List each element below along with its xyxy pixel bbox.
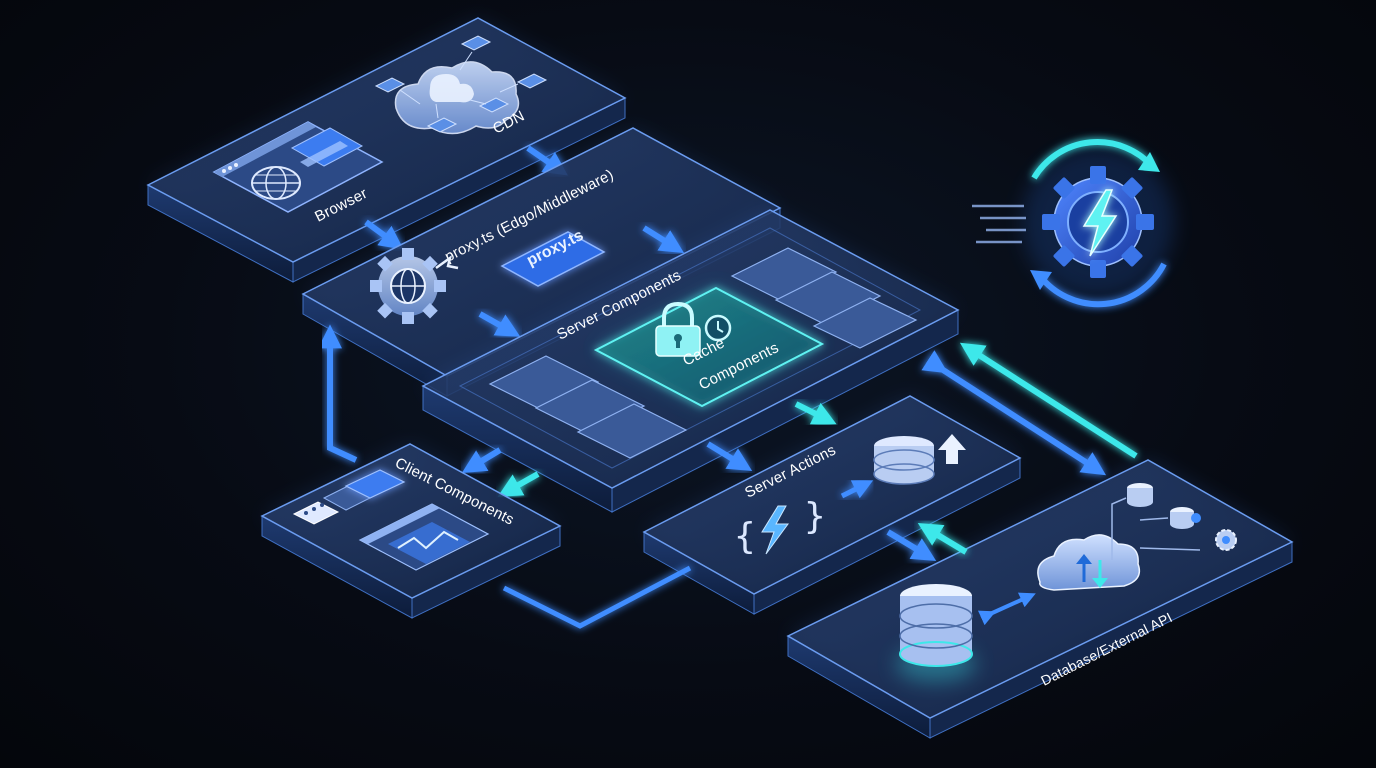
code-bolt-icon: { } xyxy=(734,496,826,557)
cdn-to-proxy-arrow xyxy=(526,145,568,176)
server-component-blocks-right xyxy=(730,247,918,349)
browser-to-proxy-arrow xyxy=(364,219,404,250)
server-to-actions-arrow-cyan xyxy=(794,401,837,425)
db-to-server-arrow-cyan xyxy=(959,342,1138,459)
server-component-blocks-left xyxy=(488,355,688,459)
database-cylinder-icon xyxy=(896,584,976,682)
gear-globe-icon xyxy=(370,248,459,324)
server-to-actions-arrow-blue xyxy=(706,441,753,472)
gear-bolt-refresh-icon xyxy=(972,139,1174,308)
client-ui-widgets-icon xyxy=(292,469,490,571)
client-to-actions-connector xyxy=(502,565,692,629)
actions-to-db-arrow-blue xyxy=(886,529,937,561)
svg-text:}: } xyxy=(804,496,826,537)
server-to-client-arrow-cyan xyxy=(497,471,540,497)
proxy-to-server-arrow-right xyxy=(642,225,685,254)
proxy-to-server-arrow-left xyxy=(478,311,521,337)
server-to-client-arrow-blue xyxy=(461,447,502,473)
db-to-actions-arrow-cyan xyxy=(917,523,968,555)
web-browser-icon xyxy=(212,121,384,213)
cloud-network-icon xyxy=(374,35,548,135)
server-db-bidirectional-arrow-blue xyxy=(921,350,1107,476)
external-services-icons xyxy=(1111,483,1237,560)
database-upload-icon xyxy=(873,434,966,485)
db-cloud-bidirectional-arrow xyxy=(977,592,1036,626)
svg-text:{: { xyxy=(734,516,756,557)
actions-internal-arrow xyxy=(840,480,874,499)
client-to-proxy-loop-arrow xyxy=(318,324,358,463)
cloud-sync-icon xyxy=(1037,534,1141,591)
cache-components-box xyxy=(593,286,825,408)
padlock-clock-icon xyxy=(655,301,732,357)
